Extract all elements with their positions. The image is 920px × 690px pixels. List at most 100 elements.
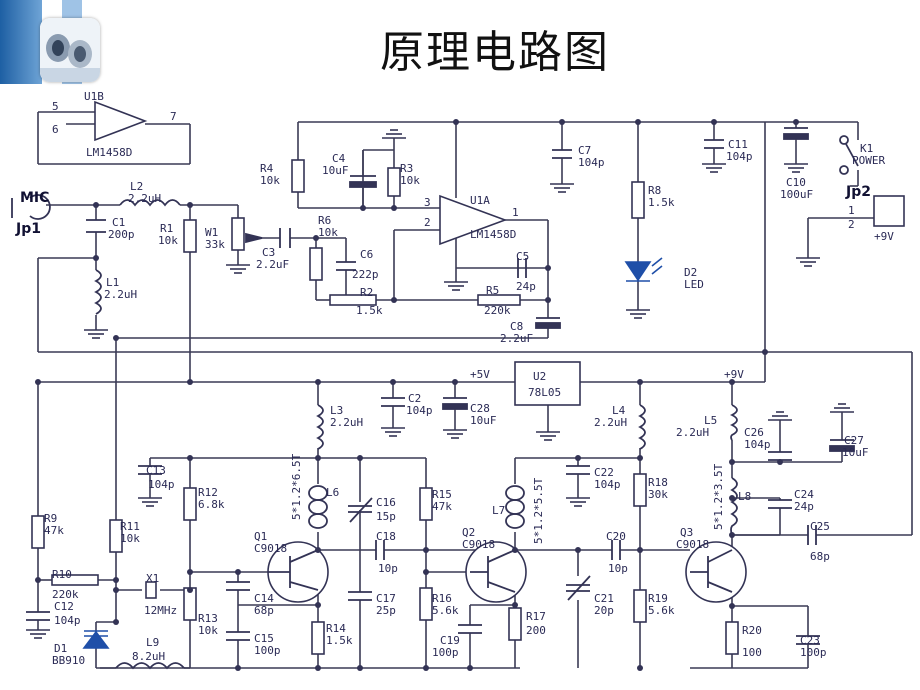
- c7-value: 104p: [578, 156, 605, 169]
- w1-label: W1: [205, 226, 218, 239]
- l7-turns: 5*1.2*5.5T: [532, 477, 545, 544]
- r3-resistor: [387, 167, 401, 197]
- l9-value: 8.2uH: [132, 650, 165, 663]
- c3-label: C3: [262, 246, 275, 259]
- r19-value: 5.6k: [648, 604, 675, 617]
- c21-label: C21: [594, 592, 614, 605]
- r11-label: R11: [120, 520, 140, 533]
- metal-cans-logo-icon: [40, 18, 100, 82]
- jp1-label: Jp1: [15, 221, 41, 237]
- c17-label: C17: [376, 592, 396, 605]
- c11-label: C11: [728, 138, 748, 151]
- r6-resistor: [309, 247, 323, 281]
- r5-value: 220k: [484, 304, 511, 317]
- c14-label: C14: [254, 592, 274, 605]
- c22-value: 104p: [594, 478, 621, 491]
- plus9v-rail-label: +9V: [724, 368, 744, 381]
- c16-label: C16: [376, 496, 396, 509]
- r1-value: 10k: [158, 234, 178, 247]
- r4-label: R4: [260, 162, 274, 175]
- circuit-schematic: MIC Jp1 U1B LM1458D 5 6 7 U1A LM1458D 3 …: [11, 90, 913, 671]
- w1-potentiometer: [231, 217, 245, 251]
- r8-label: R8: [648, 184, 661, 197]
- c10-value: 100uF: [780, 188, 813, 201]
- c2-label: C2: [408, 392, 421, 405]
- r16-label: R16: [432, 592, 452, 605]
- q2-value: C9018: [462, 538, 495, 551]
- l4-inductor: [638, 404, 646, 450]
- r10-value: 220k: [52, 588, 79, 601]
- u1b-pin5: 5: [52, 100, 59, 113]
- c21-value: 20p: [594, 604, 614, 617]
- r16-value: 5.6k: [432, 604, 459, 617]
- c5-value: 24p: [516, 280, 536, 293]
- c25-value: 68p: [810, 550, 830, 563]
- r6-label: R6: [318, 214, 331, 227]
- u1b-label: U1B: [84, 90, 104, 103]
- r5-resistor: [477, 294, 521, 306]
- c3-value: 2.2uF: [256, 258, 289, 271]
- q2-label: Q2: [462, 526, 475, 539]
- l6-turns: 5*1.2*6.5T: [290, 453, 303, 520]
- r10-resistor: [51, 574, 99, 586]
- l3-label: L3: [330, 404, 343, 417]
- r12-value: 6.8k: [198, 498, 225, 511]
- u1a-label: U1A: [470, 194, 490, 207]
- r2-label: R2: [360, 286, 373, 299]
- c4-label: C4: [332, 152, 346, 165]
- l1-value: 2.2uH: [104, 288, 137, 301]
- r20-label: R20: [742, 624, 762, 637]
- c7-label: C7: [578, 144, 591, 157]
- c1-value: 200p: [108, 228, 135, 241]
- q2-transistor: [465, 541, 527, 603]
- l5-label: L5: [704, 414, 717, 427]
- r13-value: 10k: [198, 624, 218, 637]
- c8-label: C8: [510, 320, 523, 333]
- components: [31, 100, 905, 655]
- d1-varactor-icon: [82, 630, 110, 649]
- l1-inductor: [94, 269, 102, 315]
- c20-label: C20: [606, 530, 626, 543]
- l9-inductor: [115, 662, 185, 670]
- c26-label: C26: [744, 426, 764, 439]
- r18-resistor: [633, 473, 647, 507]
- c15-value: 100p: [254, 644, 281, 657]
- r9-resistor: [31, 515, 45, 549]
- c18-value: 10p: [378, 562, 398, 575]
- wires: [37, 111, 913, 669]
- jp2-plus9v: +9V: [874, 230, 894, 243]
- r6-value: 10k: [318, 226, 338, 239]
- r12-resistor: [183, 487, 197, 521]
- c25-label: C25: [810, 520, 830, 533]
- r17-resistor: [508, 607, 522, 641]
- r8-value: 1.5k: [648, 196, 675, 209]
- l9-label: L9: [146, 636, 159, 649]
- d2-value: LED: [684, 278, 704, 291]
- q3-label: Q3: [680, 526, 693, 539]
- x1-label: X1: [146, 572, 159, 585]
- r2-resistor: [329, 294, 377, 306]
- c19-label: C19: [440, 634, 460, 647]
- component-labels: MIC Jp1 U1B LM1458D 5 6 7 U1A LM1458D 3 …: [15, 90, 894, 667]
- l8-inductor: [730, 477, 738, 536]
- r19-label: R19: [648, 592, 668, 605]
- ground-symbols: [26, 129, 854, 639]
- r10-label: R10: [52, 568, 72, 581]
- c17-value: 25p: [376, 604, 396, 617]
- l1-label: L1: [106, 276, 119, 289]
- c28-value: 10uF: [470, 414, 497, 427]
- r1-resistor: [183, 219, 197, 253]
- x1-crystal: [145, 581, 157, 599]
- l6-label: L6: [326, 486, 339, 499]
- l2-inductor: [119, 199, 181, 207]
- plus5v-label: +5V: [470, 368, 490, 381]
- r16-resistor: [419, 587, 433, 621]
- u2-name: 78L05: [528, 386, 561, 399]
- r13-label: R13: [198, 612, 218, 625]
- title-band: 原理电路图: [0, 0, 920, 84]
- u1b-pin6: 6: [52, 123, 59, 136]
- r5-label: R5: [486, 284, 499, 297]
- c6-value: 222p: [352, 268, 379, 281]
- u1b-opamp: [94, 100, 148, 142]
- r17-value: 200: [526, 624, 546, 637]
